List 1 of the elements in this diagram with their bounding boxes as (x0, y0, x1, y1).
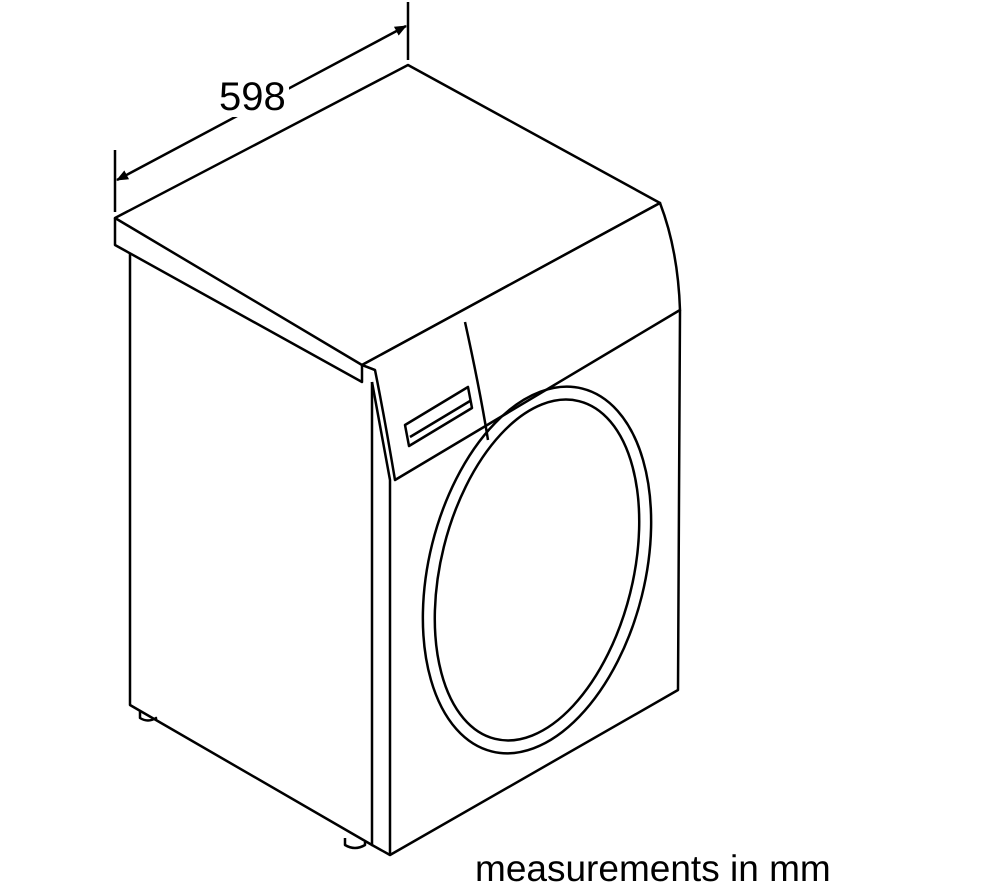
units-note: measurements in mm (475, 850, 831, 887)
